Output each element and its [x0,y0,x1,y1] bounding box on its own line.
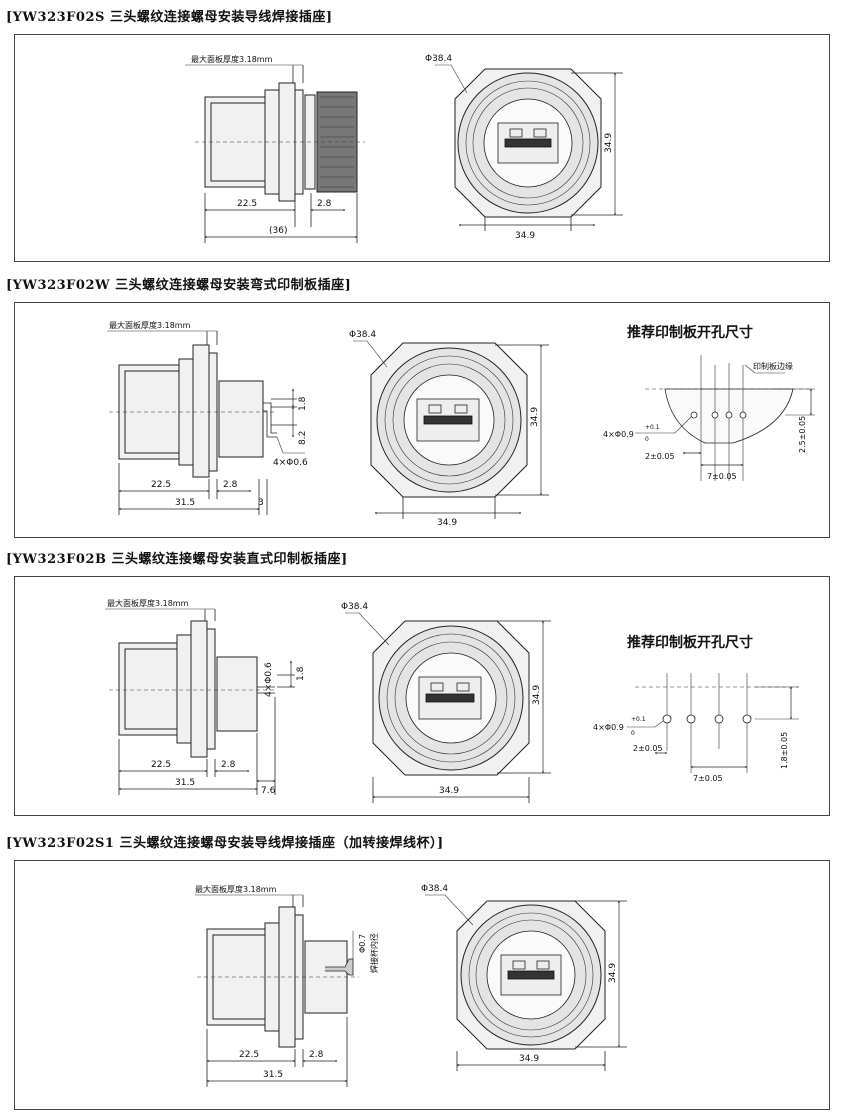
pcb-edge-label: 印制板边缘 [753,361,793,371]
dim-label: 7±0.05 [693,774,723,783]
pin-label: 4×Φ0.6 [264,662,274,697]
panel-thickness-label: 最大面板厚度3.18mm [191,54,273,64]
pcb-title: 推荐印制板开孔尺寸 [627,324,753,341]
pcb-title: 推荐印制板开孔尺寸 [627,634,753,651]
section-title: [YW323F02W 三头螺纹连接螺母安装弯式印制板插座] [6,278,352,293]
drawing-svg: 最大面板厚度3.18mm 22.5 2.8 31.5 7.6 1.8 4×Φ0.… [105,598,799,803]
dim-label: 22.5 [151,480,171,490]
dim-label: 2±0.05 [633,744,663,753]
dim-label: 8.2 [298,431,308,445]
drawing-panel: 最大面板厚度3.18mm 22.5 2.8 (36) Φ38.4 34.9 [14,34,830,262]
diameter-label: Φ38.4 [425,54,452,64]
hole-tol-upper: +0.1 [645,424,660,431]
width-label: 34.9 [439,786,459,796]
height-label: 34.9 [604,133,614,153]
drawing-panel: 最大面板厚度3.18mm 22.5 2.8 31.5 Φ0.7 焊接杯内径 Φ3… [14,860,830,1110]
dim-label: 2.8 [221,760,236,770]
panel-thickness-label: 最大面板厚度3.18mm [109,320,191,330]
diameter-label: Φ38.4 [341,602,368,612]
front-view: Φ38.4 34.9 34.9 [341,602,551,803]
hole-tol-lower: 0 [645,436,649,443]
dim-label: 22.5 [151,760,171,770]
panel-thickness-label: 最大面板厚度3.18mm [107,598,189,608]
side-view: 最大面板厚度3.18mm 22.5 2.8 31.5 3 1.8 8.2 4×Φ… [107,320,308,515]
section-title: [YW323F02B 三头螺纹连接螺母安装直式印制板插座] [6,552,348,567]
dim-label: 31.5 [263,1070,283,1080]
height-label: 34.9 [532,685,542,705]
dim-label: 7.6 [261,786,276,796]
dim-label: 1.8±0.05 [780,732,789,769]
dim-label: 31.5 [175,778,195,788]
hole-tol-upper: +0.1 [631,716,646,723]
height-label: 34.9 [530,407,540,427]
drawing-panel: 最大面板厚度3.18mm 22.5 2.8 31.5 7.6 1.8 4×Φ0.… [14,576,830,816]
hole-label: 4×Φ0.9 [593,723,624,732]
dim-label: 22.5 [237,199,257,209]
pcb-cutout-diagram: 推荐印制板开孔尺寸 4×Φ0.9 +0.1 0 2±0.05 7±0.05 1.… [593,634,799,783]
drawing-panel: 最大面板厚度3.18mm 22.5 2.8 31.5 3 1.8 8.2 4×Φ… [14,302,830,538]
dim-label: 2.8 [317,199,332,209]
dim-label: 1.8 [296,666,306,681]
width-label: 34.9 [437,518,457,528]
cup-label: 焊接杯内径 [369,933,379,973]
dim-label: 7±0.05 [707,472,737,481]
dim-label: 2±0.05 [645,452,675,461]
dim-label: (36) [269,226,287,236]
front-view: Φ38.4 34.9 34.9 [349,330,549,528]
section-title: [YW323F02S 三头螺纹连接螺母安装导线焊接插座] [6,10,333,25]
pin-label: 4×Φ0.6 [273,458,308,468]
front-view: Φ38.4 34.9 34.9 [421,884,627,1071]
side-view: 最大面板厚度3.18mm 22.5 2.8 31.5 Φ0.7 焊接杯内径 [195,884,379,1087]
drawing-svg: 最大面板厚度3.18mm 22.5 2.8 31.5 3 1.8 8.2 4×Φ… [107,320,815,528]
pcb-cutout-diagram: 推荐印制板开孔尺寸 印制板边缘 4×Φ0.9 +0.1 0 2±0.05 7±0… [603,324,815,481]
diameter-label: Φ38.4 [421,884,448,894]
dim-label: 22.5 [239,1050,259,1060]
dim-label: 31.5 [175,498,195,508]
cup-dia-label: Φ0.7 [358,934,367,953]
dim-label: 1.8 [298,396,308,411]
width-label: 34.9 [515,231,535,241]
panel-thickness-label: 最大面板厚度3.18mm [195,884,277,894]
diameter-label: Φ38.4 [349,330,376,340]
hole-label: 4×Φ0.9 [603,430,634,439]
dim-label: 2.5±0.05 [798,416,807,453]
side-view: 最大面板厚度3.18mm 22.5 2.8 (36) [185,54,365,243]
drawing-svg: 最大面板厚度3.18mm 22.5 2.8 (36) Φ38.4 34.9 [185,54,623,243]
dim-label: 2.8 [309,1050,324,1060]
dim-label: 3 [258,498,264,508]
dim-label: 2.8 [223,480,238,490]
hole-tol-lower: 0 [631,730,635,737]
width-label: 34.9 [519,1054,539,1064]
section-title: [YW323F02S1 三头螺纹连接螺母安装导线焊接插座（加转接焊线杯）] [6,836,444,851]
front-view: Φ38.4 34.9 34.9 [425,54,623,241]
drawing-svg: 最大面板厚度3.18mm 22.5 2.8 31.5 Φ0.7 焊接杯内径 Φ3… [195,884,627,1087]
side-view: 最大面板厚度3.18mm 22.5 2.8 31.5 7.6 1.8 4×Φ0.… [105,598,306,796]
height-label: 34.9 [608,963,618,983]
